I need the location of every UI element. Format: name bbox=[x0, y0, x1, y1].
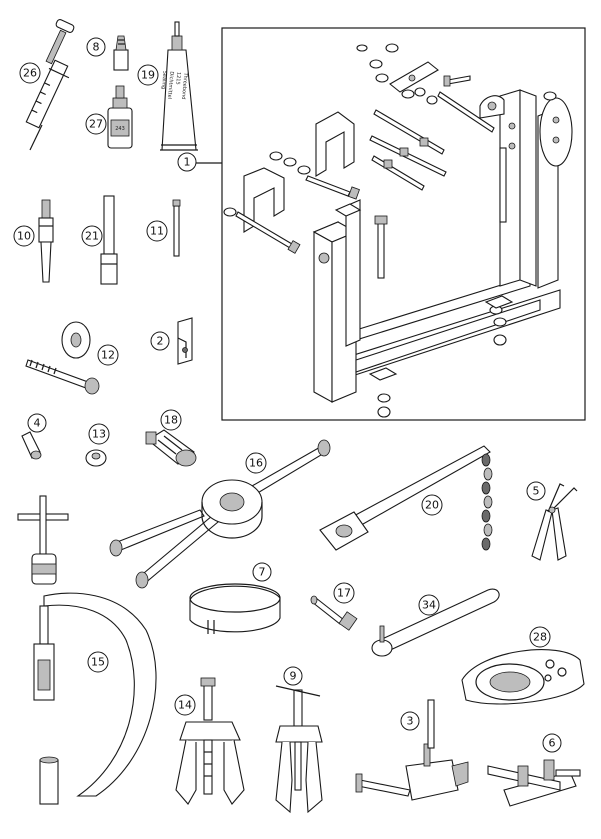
mandrel-drawing bbox=[100, 195, 118, 285]
puller-adapter-drawing bbox=[145, 429, 197, 467]
badge-9: 9 bbox=[283, 666, 303, 686]
badge-13-label: 13 bbox=[92, 428, 106, 441]
tube-drawing: Threebond 1215 Dichtmittel Sealing bbox=[160, 21, 198, 151]
bolt-17-drawing bbox=[310, 595, 358, 631]
circlip-pliers-drawing bbox=[531, 483, 578, 561]
tube-label-line4: Sealing bbox=[160, 70, 168, 89]
badge-5-label: 5 bbox=[533, 485, 540, 498]
valve-spring-compressor-drawing bbox=[17, 495, 157, 805]
badge-1-label: 1 bbox=[184, 156, 191, 169]
badge-3: 3 bbox=[400, 711, 420, 731]
badge-34: 34 bbox=[418, 594, 440, 616]
chain-wrench-drawing bbox=[319, 445, 493, 551]
pin-drawing bbox=[172, 199, 181, 257]
plate-drawing bbox=[461, 649, 585, 705]
badge-34-label: 34 bbox=[422, 599, 436, 612]
badge-16-label: 16 bbox=[249, 457, 263, 470]
badge-11-label: 11 bbox=[150, 225, 164, 238]
badge-15-label: 15 bbox=[91, 656, 105, 669]
badge-18-label: 18 bbox=[164, 414, 178, 427]
badge-20: 20 bbox=[421, 494, 443, 516]
badge-4: 4 bbox=[27, 413, 47, 433]
badge-28: 28 bbox=[529, 626, 551, 648]
press-tool-drawing bbox=[487, 759, 581, 807]
badge-7-label: 7 bbox=[259, 566, 266, 579]
badge-14-label: 14 bbox=[178, 699, 192, 712]
bottle-label: 243 bbox=[115, 126, 125, 132]
syringe-drawing bbox=[25, 19, 75, 151]
badge-15: 15 bbox=[87, 651, 109, 673]
badge-12-label: 12 bbox=[101, 349, 115, 362]
badge-1: 1 bbox=[177, 152, 197, 172]
pin-wrench-drawing bbox=[371, 588, 500, 657]
tube-label-line3: Dichtmittel bbox=[166, 71, 174, 99]
badge-27-label: 27 bbox=[89, 118, 103, 131]
badge-8: 8 bbox=[86, 37, 106, 57]
badge-3-label: 3 bbox=[407, 715, 414, 728]
tube-label-line2: 1215 bbox=[174, 72, 181, 85]
badge-28-label: 28 bbox=[533, 631, 547, 644]
tube-label-line1: Threebond bbox=[180, 71, 188, 99]
badge-7: 7 bbox=[252, 562, 272, 582]
badge-17: 17 bbox=[333, 582, 355, 604]
badge-12: 12 bbox=[97, 344, 119, 366]
puller-10-drawing bbox=[38, 199, 54, 283]
badge-6: 6 bbox=[542, 733, 562, 753]
ring-clamp-drawing bbox=[189, 583, 281, 634]
badge-20-label: 20 bbox=[425, 499, 439, 512]
badge-19: 19 bbox=[137, 64, 159, 86]
engine-fixture-drawing bbox=[223, 43, 573, 418]
badge-10-label: 10 bbox=[17, 230, 31, 243]
badge-11: 11 bbox=[146, 220, 168, 242]
badge-16: 16 bbox=[245, 452, 267, 474]
badge-2: 2 bbox=[150, 331, 170, 351]
badge-13: 13 bbox=[88, 423, 110, 445]
badge-26: 26 bbox=[19, 62, 41, 84]
bracket-drawing bbox=[177, 317, 193, 365]
badge-17-label: 17 bbox=[337, 587, 351, 600]
badge-4-label: 4 bbox=[34, 417, 41, 430]
badge-10: 10 bbox=[13, 225, 35, 247]
badge-14: 14 bbox=[174, 694, 196, 716]
badge-26-label: 26 bbox=[23, 67, 37, 80]
badge-2-label: 2 bbox=[157, 335, 164, 348]
badge-9-label: 9 bbox=[290, 670, 297, 683]
chain-breaker-drawing bbox=[355, 699, 469, 801]
badge-21: 21 bbox=[81, 225, 103, 247]
puller-14-drawing bbox=[175, 677, 245, 805]
bolt-washer-drawing bbox=[25, 321, 100, 395]
badge-6-label: 6 bbox=[549, 737, 556, 750]
nut-drawing bbox=[85, 449, 107, 467]
cone-drawing bbox=[21, 431, 42, 460]
badge-18: 18 bbox=[160, 409, 182, 431]
small-bottle-drawing bbox=[113, 35, 129, 71]
bottle-drawing: 243 bbox=[107, 85, 133, 149]
badge-8-label: 8 bbox=[93, 41, 100, 54]
puller-9-drawing bbox=[275, 685, 323, 814]
badge-19-label: 19 bbox=[141, 69, 155, 82]
badge-27: 27 bbox=[85, 113, 107, 135]
badge-21-label: 21 bbox=[85, 230, 99, 243]
fixture-frame bbox=[221, 27, 586, 421]
holding-wrench-drawing bbox=[109, 439, 331, 589]
badge-5: 5 bbox=[526, 481, 546, 501]
